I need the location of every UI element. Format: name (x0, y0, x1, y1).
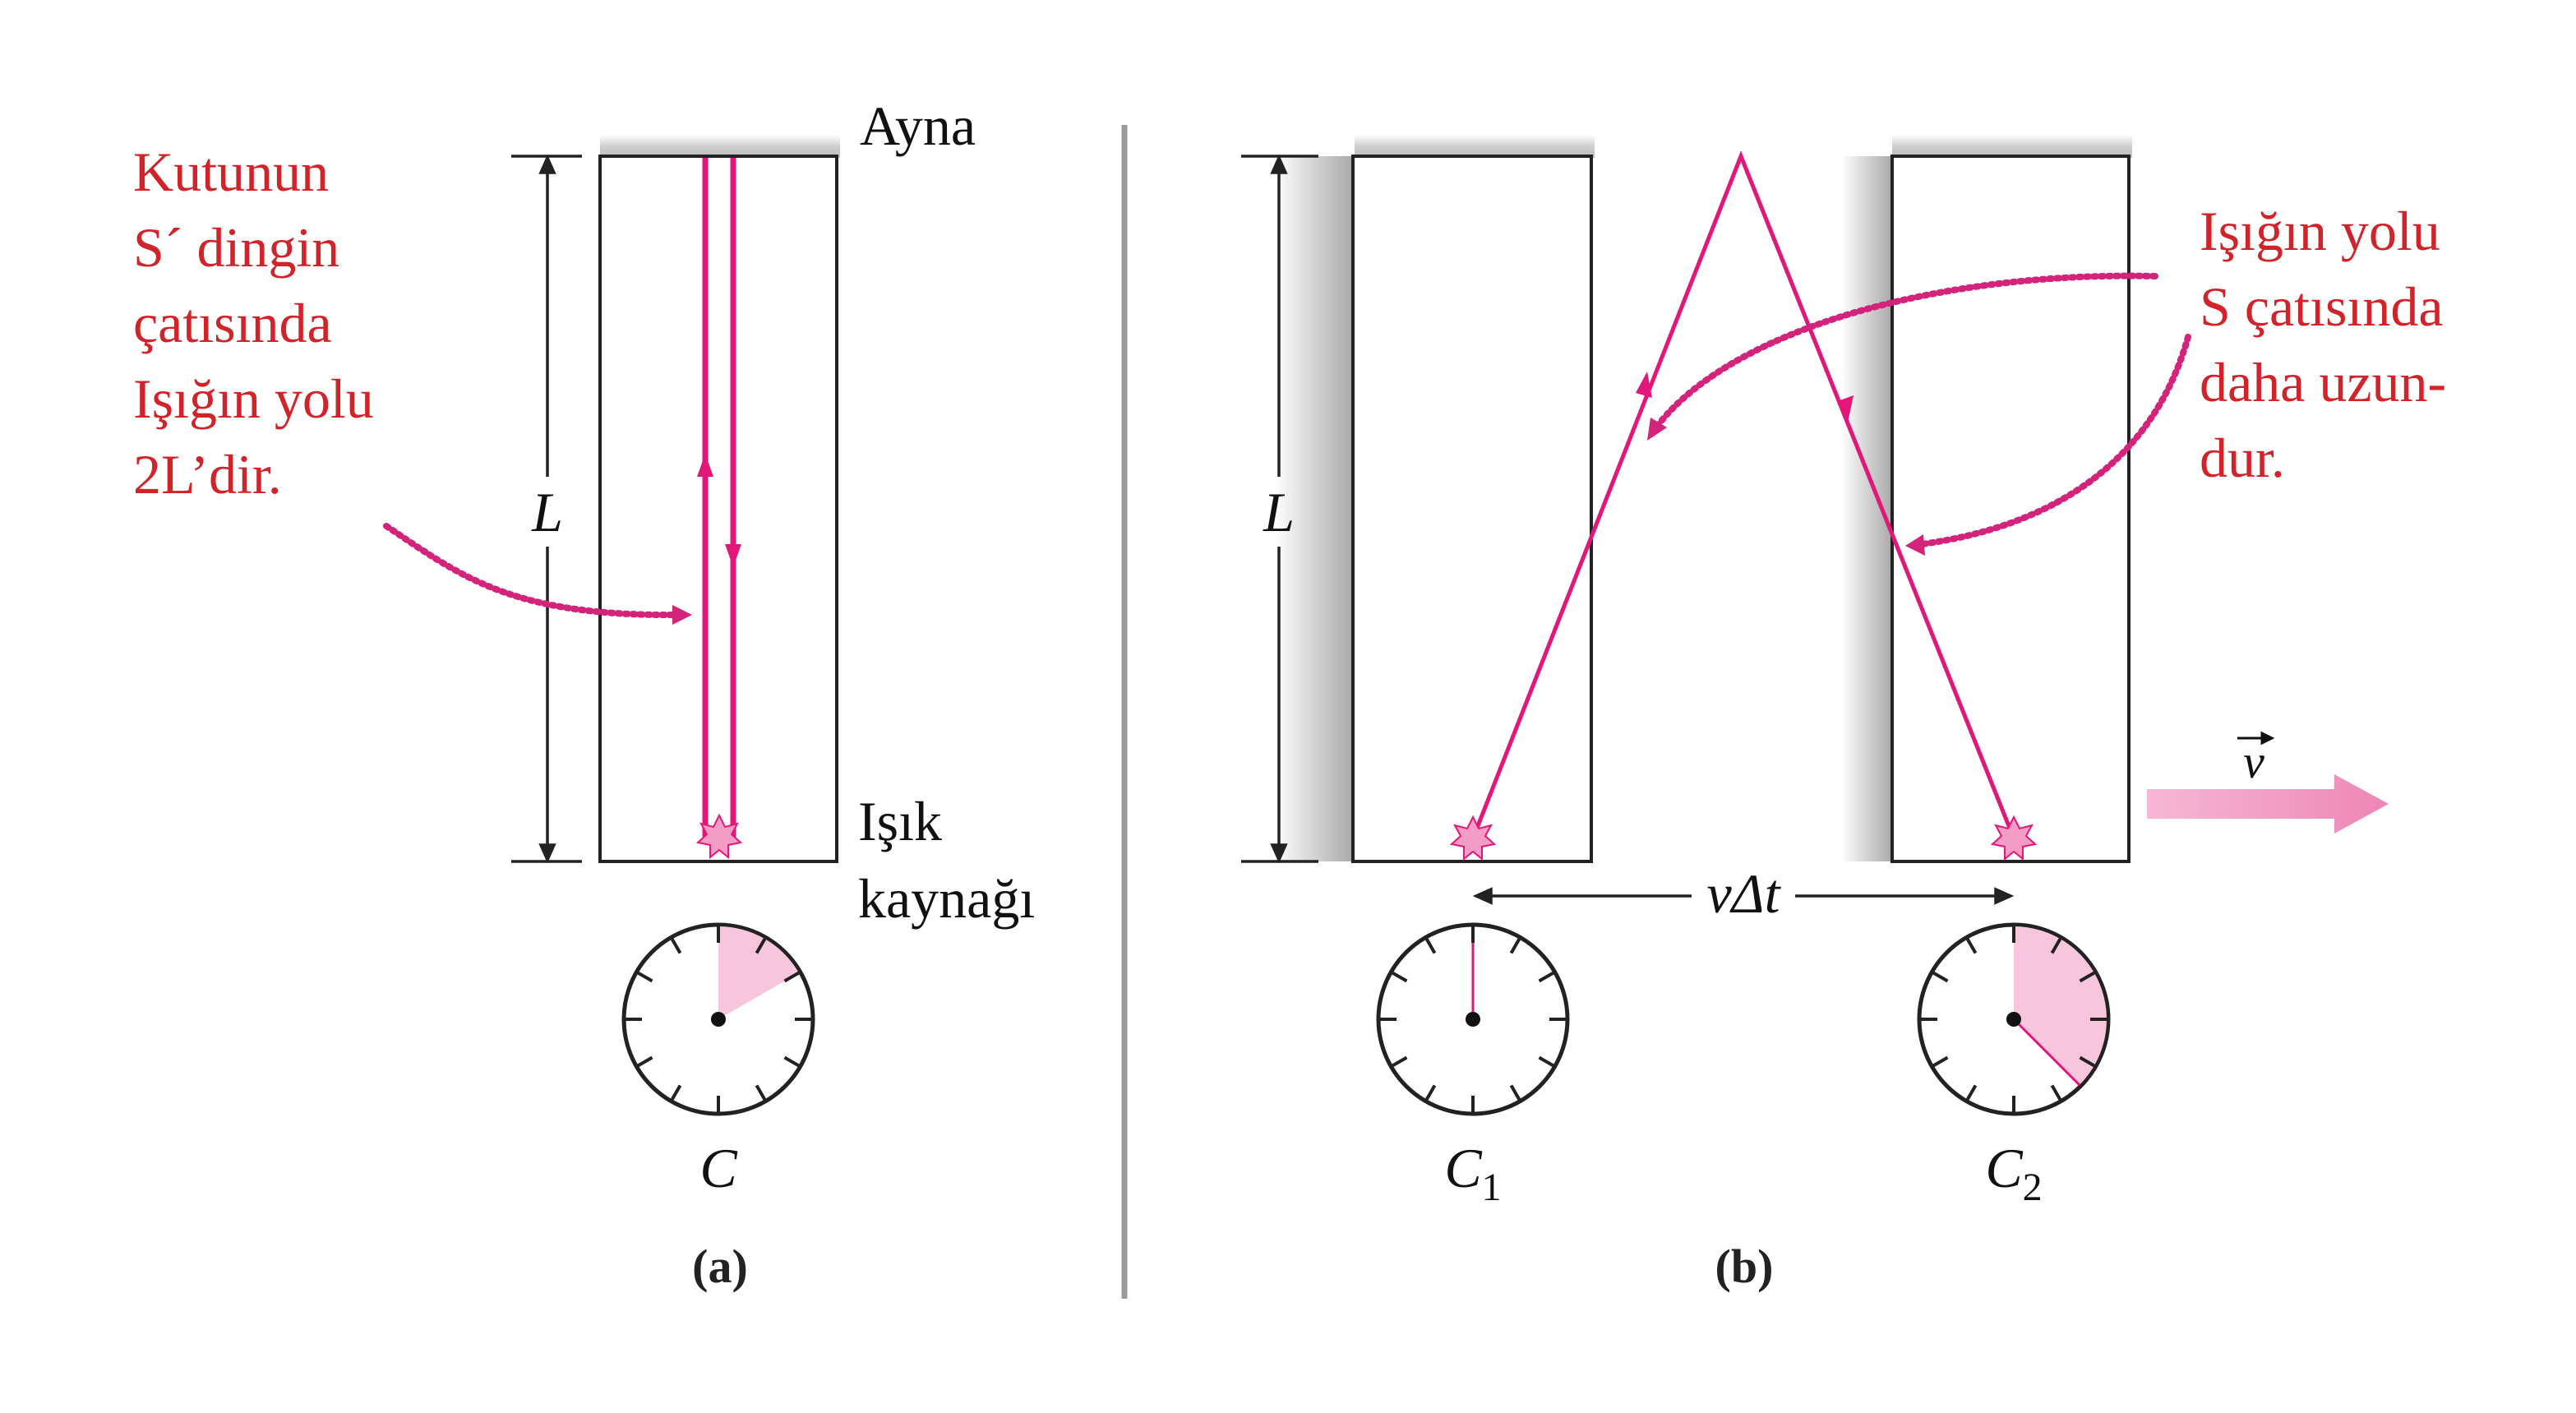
note-a-line-2: S´ dingin (133, 216, 339, 279)
note-a-line-1: Kutunun (133, 141, 329, 203)
down-arrow-a (725, 544, 741, 567)
source-label-line2: kaynağı (858, 867, 1035, 930)
box-b1 (1351, 155, 1593, 863)
note-b-line-3: daha uzun- (2200, 351, 2446, 413)
mirror-b1 (1355, 135, 1595, 158)
caption-b: (b) (1715, 1240, 1774, 1293)
length-dimension-b (1241, 154, 1318, 864)
velocity-arrow (2147, 774, 2389, 833)
motion-shade-1 (1274, 156, 1353, 861)
up-arrow-b (1636, 372, 1652, 398)
mirror-a (600, 135, 840, 158)
clock-c (621, 922, 815, 1116)
pointer-arrow-a (383, 523, 682, 619)
caption-a: (a) (692, 1240, 748, 1293)
box-a (598, 155, 838, 863)
clock-c2 (1917, 922, 2111, 1116)
motion-shade-2 (1841, 156, 1892, 861)
mirror-label: Ayna (860, 95, 976, 157)
clock-c2-label: C2 (1985, 1137, 2042, 1209)
panel-b: L v vΔt (1241, 135, 2446, 1293)
pointer-arrowhead-b1 (1647, 418, 1667, 441)
pointer-arrowhead-a (672, 605, 692, 625)
light-source-star-b1 (1449, 815, 1497, 861)
note-b-line-1: Işığın yolu (2200, 200, 2440, 262)
light-source-star-b2 (1990, 815, 2038, 861)
note-a: Kutunun S´ dingin çatısında Işığın yolu … (133, 141, 374, 506)
down-arrow-b (1838, 395, 1854, 423)
length-label-a: L (531, 481, 563, 543)
mirror-b2 (1892, 135, 2132, 158)
pointer-arrowhead-b2 (1905, 534, 1925, 556)
note-b-line-2: S çatısında (2200, 275, 2444, 338)
note-a-line-4: Işığın yolu (133, 367, 374, 430)
pointer-arrow-b1 (1655, 272, 2158, 427)
clock-c1 (1376, 922, 1570, 1116)
note-a-line-5: 2L’dir. (133, 443, 282, 506)
clock-c1-label: C1 (1444, 1137, 1501, 1209)
light-source-star-a (695, 813, 743, 860)
up-arrow-a (697, 454, 713, 477)
light-path-a (702, 158, 736, 837)
note-b: Işığın yolu S çatısında daha uzun- dur. (2200, 200, 2446, 489)
source-label-line1: Işık (858, 790, 942, 852)
light-path-b (1470, 150, 2016, 839)
clock-c-label: C (699, 1137, 737, 1199)
box-b2 (1890, 155, 2131, 863)
note-a-line-3: çatısında (133, 292, 332, 354)
pointer-arrow-b2 (1918, 334, 2191, 547)
note-b-line-4: dur. (2200, 427, 2285, 489)
distance-dimension (1472, 887, 2015, 905)
panel-a: L Ayna Işık kaynağı (133, 95, 1035, 1293)
velocity-vector-mark (2237, 731, 2275, 746)
length-label-b: L (1263, 481, 1295, 543)
distance-label: vΔt (1707, 862, 1782, 925)
length-dimension-a (511, 154, 582, 864)
